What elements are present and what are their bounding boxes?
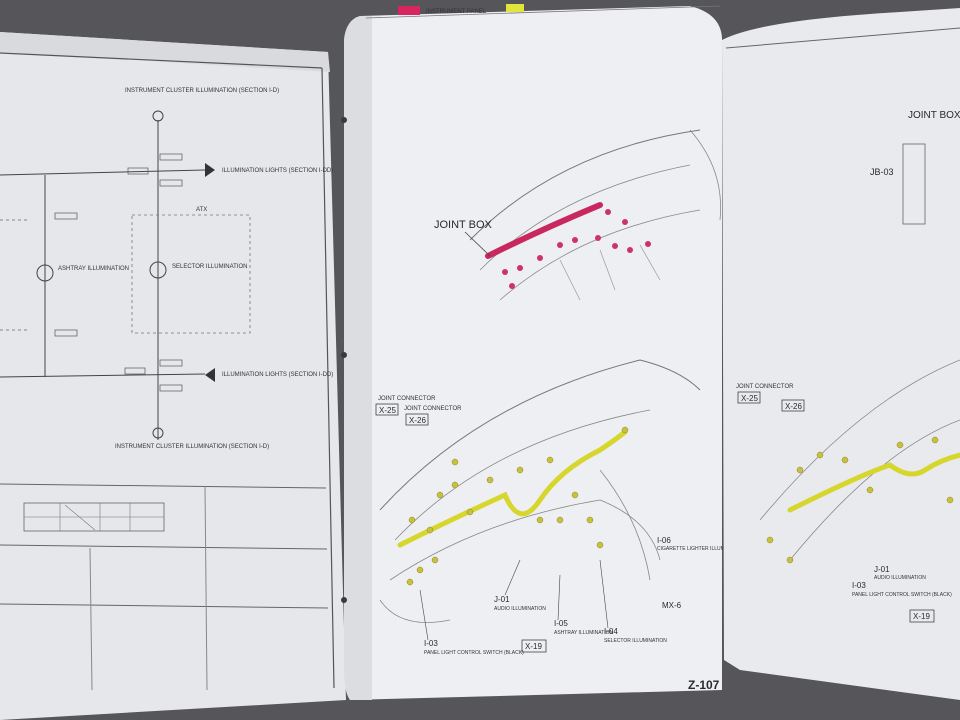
binding-holes: [341, 117, 347, 603]
model-label: MX-6: [662, 601, 682, 610]
i04-desc: SELECTOR ILLUMINATION: [604, 638, 667, 644]
label-selector-illumination: SELECTOR ILLUMINATION: [172, 264, 247, 270]
joint-box-label: JOINT BOX: [434, 219, 493, 231]
x26-label: X-26: [409, 416, 426, 425]
jb03-label: JB-03: [870, 167, 894, 177]
i03-desc: PANEL LIGHT CONTROL SWITCH (BLACK): [424, 650, 524, 656]
label-ashtray-illumination: ASHTRAY ILLUMINATION: [58, 266, 129, 272]
i03-label: I-03: [424, 639, 438, 648]
x25-label: X-25: [379, 406, 396, 415]
page-number: Z-107: [688, 678, 720, 692]
right-page: JOINT BOX JB-03 JOINT CONNECTOR X-25 X-2…: [722, 8, 960, 700]
right-i03-desc: PANEL LIGHT CONTROL SWITCH (BLACK): [852, 592, 952, 598]
instrument-panel-harness: [397, 429, 628, 548]
header-yellow-swatch: [506, 4, 524, 12]
header-pink-swatch: [398, 6, 420, 15]
i05-desc: ASHTRAY ILLUMINATION: [554, 630, 614, 636]
right-j01-desc: AUDIO ILLUMINATION: [874, 575, 926, 581]
label-instrument-cluster-bottom: INSTRUMENT CLUSTER ILLUMINATION (SECTION…: [115, 444, 269, 450]
j01-label: J-01: [494, 595, 510, 604]
i06-desc: CIGARETTE LIGHTER ILLUMINATION: [657, 546, 745, 552]
right-joint-connector-label: JOINT CONNECTOR: [736, 384, 794, 390]
joint-box-harness: [485, 202, 603, 259]
label-instrument-cluster-top: INSTRUMENT CLUSTER ILLUMINATION (SECTION…: [125, 88, 279, 94]
right-x19-label: X-19: [913, 612, 930, 621]
header-instrument-panel: INSTRUMENT PANEL: [426, 9, 487, 15]
right-joint-box-label: JOINT BOX: [908, 110, 960, 121]
i04-label: I-04: [604, 627, 618, 636]
right-i03-label: I-03: [852, 581, 866, 590]
joint-connector-label-1: JOINT CONNECTOR: [378, 396, 436, 402]
left-page: INSTRUMENT CLUSTER ILLUMINATION (SECTION…: [0, 32, 346, 720]
label-atx: ATX: [196, 207, 207, 213]
i05-label: I-05: [554, 619, 568, 628]
right-j01-label: J-01: [874, 565, 890, 574]
middle-page: INSTRUMENT PANEL JOINT BOX: [343, 4, 745, 700]
x19-label: X-19: [525, 642, 542, 651]
j01-desc: AUDIO ILLUMINATION: [494, 606, 546, 612]
joint-connector-label-2: JOINT CONNECTOR: [404, 406, 462, 412]
label-illumination-lights-top: ILLUMINATION LIGHTS (SECTION I-DD): [222, 168, 333, 174]
right-x25-label: X-25: [741, 394, 758, 403]
right-x26-label: X-26: [785, 402, 802, 411]
i06-label: I-06: [657, 536, 671, 545]
label-illumination-lights-bottom: ILLUMINATION LIGHTS (SECTION I-DD): [222, 372, 333, 378]
